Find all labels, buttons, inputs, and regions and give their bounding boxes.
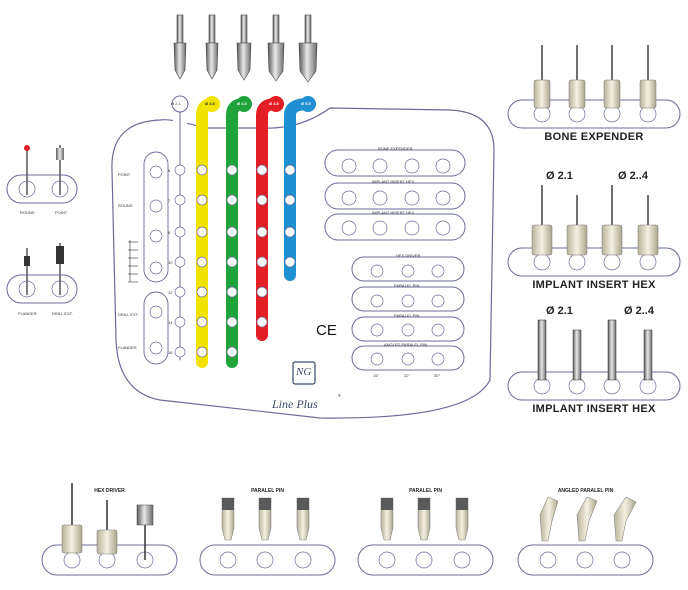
slot-number: 7 bbox=[168, 198, 171, 203]
row-label-drill-ext: DRILL EXT. bbox=[118, 312, 139, 317]
registered-mark: ® bbox=[338, 393, 341, 398]
rack-label-implant-insert-2: IMPLANT INSERT HEX bbox=[372, 210, 415, 215]
ng-logo-mark bbox=[292, 361, 316, 385]
holes-col-yellow bbox=[196, 164, 208, 358]
dia-label-red: Ø 4.5 bbox=[269, 101, 279, 106]
dia-label: Ø 2..4 bbox=[618, 170, 648, 182]
rack-label-bone-expender: BONE EXPENDER bbox=[378, 146, 413, 151]
brand-name: Line Plus bbox=[272, 397, 318, 411]
ce-mark: CE bbox=[316, 322, 337, 339]
dia-label: Ø 2..4 bbox=[624, 305, 654, 317]
slot-number: 16 bbox=[168, 350, 173, 355]
dia-label: Ø 2.1 bbox=[546, 170, 573, 182]
rack-label-hex-driver: HEX DRIVER bbox=[396, 253, 421, 258]
depth-ruler bbox=[128, 240, 138, 283]
bottom-label-angled-pin: ANGLED PARALEL PIN bbox=[557, 488, 614, 494]
row-label-point: POINT bbox=[118, 172, 131, 177]
slot-number: 10 bbox=[168, 260, 173, 265]
holes-col-blue bbox=[284, 164, 296, 268]
holes-col-green bbox=[226, 164, 238, 358]
bottom-label-hex-driver: HEX DRIVER bbox=[94, 488, 125, 494]
angle-30: 30° bbox=[434, 373, 441, 378]
panel-label-implant-insert-1: IMPLANT INSERT HEX bbox=[532, 279, 656, 291]
left-label-round: ROUND bbox=[20, 210, 35, 215]
row-label-round: ROUND bbox=[118, 203, 133, 208]
angle-22: 22° bbox=[404, 373, 411, 378]
left-label-flander: FLANDER bbox=[18, 311, 37, 316]
left-label-drill-ext: DRILL EXT. bbox=[52, 311, 73, 316]
bottom-label-paralel-pin-2: PARALEL PIN bbox=[409, 488, 442, 494]
holes-col-white bbox=[174, 164, 186, 358]
slot-number: 6 bbox=[168, 168, 171, 173]
row-label-flander: FLANDER bbox=[118, 345, 137, 350]
dia-label-green: Ø 4.0 bbox=[237, 101, 247, 106]
dia-label-white: Ø 2.1 bbox=[171, 101, 181, 106]
panel-label-bone-expender: BONE EXPENDER bbox=[544, 131, 644, 143]
holes-col-red bbox=[256, 164, 268, 328]
bottom-label-paralel-pin: PARALEL PIN bbox=[251, 488, 284, 494]
panel-label-implant-insert-2: IMPLANT INSERT HEX bbox=[532, 403, 656, 415]
dia-label-yellow: Ø 3.5 bbox=[205, 101, 215, 106]
top-drills bbox=[173, 14, 318, 83]
rack-label-angled-pin: ANGLED PARALEL PIN bbox=[384, 342, 427, 347]
dia-label-blue: Ø 5.5 bbox=[301, 101, 311, 106]
slot-number: 14 bbox=[168, 320, 173, 325]
ng-logo-letters: NG bbox=[296, 366, 312, 378]
dia-label: Ø 2.1 bbox=[546, 305, 573, 317]
rack-label-paralel-pin-2: PARALEL PIN bbox=[394, 313, 420, 318]
slot-number: 12 bbox=[168, 290, 173, 295]
rack-label-paralel-pin: PARALEL PIN bbox=[394, 283, 420, 288]
rack-label-implant-insert: IMPLANT INSERT HEX bbox=[372, 179, 415, 184]
left-label-point: POINT bbox=[55, 210, 68, 215]
slot-number: 8 bbox=[168, 230, 171, 235]
angle-15: 15° bbox=[373, 373, 380, 378]
